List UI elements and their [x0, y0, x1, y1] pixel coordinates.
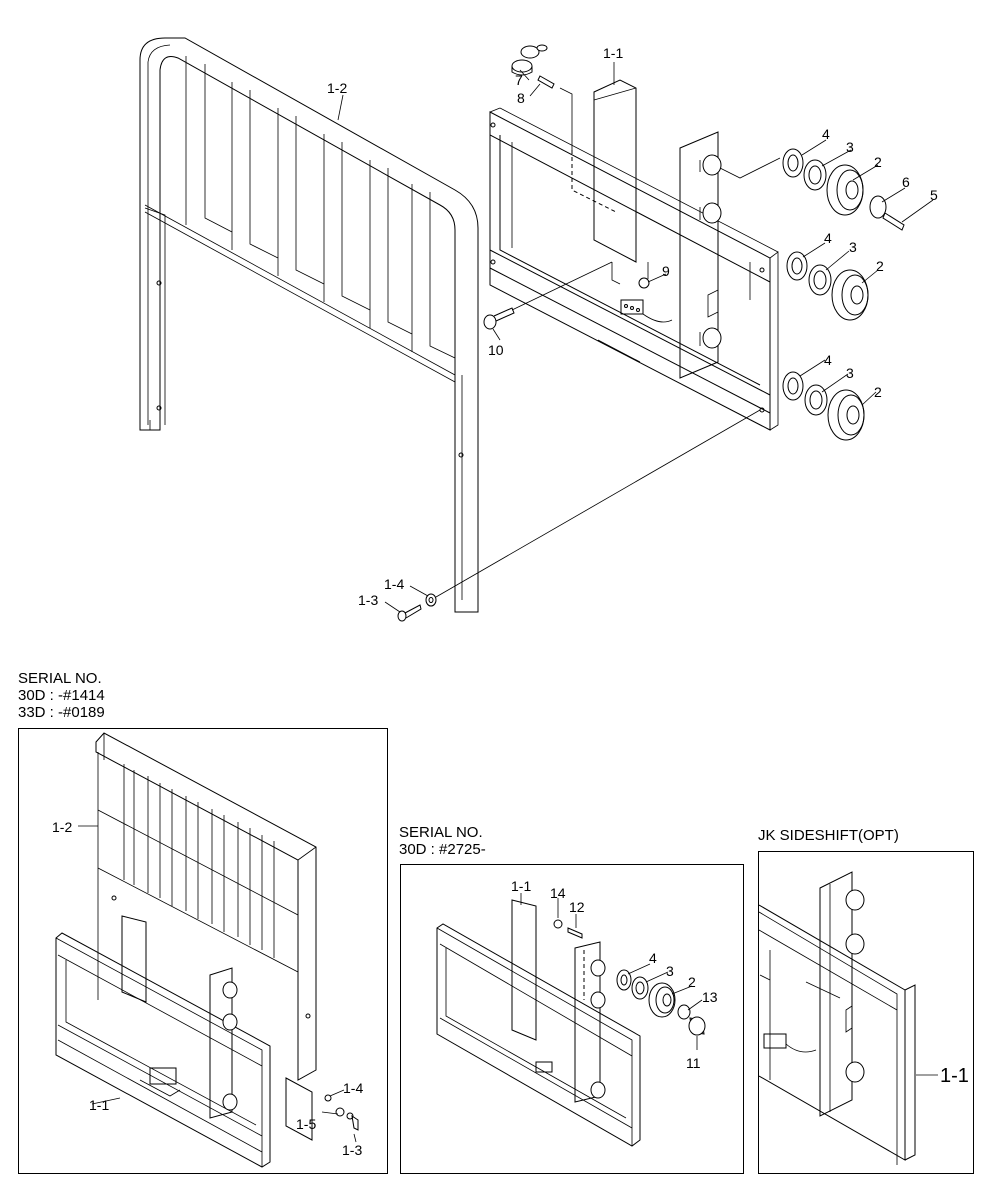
panel-b-label-14: 14: [550, 885, 566, 901]
panel-c-header: JK SIDESHIFT(OPT): [758, 827, 899, 844]
panel-b-serial-30d: 30D : #2725-: [399, 841, 486, 858]
panel-a-label-1-5: 1-5: [296, 1116, 316, 1132]
panel-a-label-1-3: 1-3: [342, 1142, 362, 1158]
label-5: 5: [930, 187, 938, 203]
panel-b-frame: [400, 864, 744, 1174]
lower-bracket: [611, 262, 673, 323]
panel-b-leaders: [520, 893, 703, 1050]
label-3-bottom: 3: [846, 365, 854, 381]
panel-a-label-1-1: 1-1: [89, 1097, 109, 1113]
label-4-top: 4: [822, 126, 830, 142]
label-4-middle: 4: [824, 230, 832, 246]
pin-8: [537, 75, 573, 150]
label-4-bottom: 4: [824, 352, 832, 368]
label-6: 6: [902, 174, 910, 190]
panel-a-serial-33d: 33D : -#0189: [18, 704, 105, 721]
panel-b-serial-title: SERIAL NO.: [399, 824, 483, 841]
bolt-10: [483, 261, 613, 330]
carriage-frame: [489, 107, 779, 431]
panel-c-frame: [758, 851, 974, 1174]
washer-1-4: [425, 593, 437, 607]
label-1-4: 1-4: [384, 576, 404, 592]
panel-c-title: JK SIDESHIFT(OPT): [758, 827, 899, 844]
roller-set-top: [782, 148, 905, 231]
panel-c-carriage: [759, 871, 916, 1165]
label-1-1: 1-1: [603, 45, 623, 61]
panel-b-label-1-1: 1-1: [511, 878, 531, 894]
panel-b-label-12: 12: [569, 899, 585, 915]
panel-a-serial-30d: 30D : -#1414: [18, 687, 105, 704]
roller-set-bottom: [782, 371, 865, 441]
panel-b-label-4: 4: [649, 950, 657, 966]
label-2-bottom: 2: [874, 384, 882, 400]
roller-bracket-plate: [679, 131, 722, 379]
label-1-3: 1-3: [358, 592, 378, 608]
panel-b-label-2: 2: [688, 974, 696, 990]
panel-b-label-3: 3: [666, 963, 674, 979]
panel-a-carriage: [55, 915, 271, 1168]
panel-a-label-1-4: 1-4: [343, 1080, 363, 1096]
hidden-edge: [571, 150, 617, 213]
panel-a-fasteners: [78, 825, 359, 1143]
panel-b-label-13: 13: [702, 989, 718, 1005]
panel-c-label-1-1: 1-1: [940, 1065, 969, 1087]
load-backrest-1-2: [139, 37, 479, 613]
leader-bolt-line: [435, 409, 761, 598]
side-plate-1-1: [593, 79, 637, 263]
panel-b-carriage: [436, 899, 641, 1147]
bolt-1-3: [397, 604, 422, 622]
label-3-middle: 3: [849, 239, 857, 255]
label-1-2: 1-2: [327, 80, 347, 96]
label-3-top: 3: [846, 139, 854, 155]
panel-b-label-11: 11: [686, 1055, 701, 1071]
panel-a-serial-title: SERIAL NO.: [18, 670, 102, 687]
panel-a-label-1-2: 1-2: [52, 819, 72, 835]
panel-a-backrest: [95, 732, 317, 1081]
panel-b-header: SERIAL NO.30D : #2725-: [399, 824, 486, 858]
label-2-top: 2: [874, 154, 882, 170]
roller-set-middle: [786, 251, 869, 321]
label-leaders: [337, 62, 934, 613]
label-10: 10: [488, 342, 504, 358]
label-2-middle: 2: [876, 258, 884, 274]
stopper-7: [511, 44, 548, 76]
label-8: 8: [517, 90, 525, 106]
panel-b-roller-set: [553, 919, 706, 1036]
label-9: 9: [662, 263, 670, 279]
panel-a-frame: [18, 728, 388, 1174]
label-7: 7: [515, 72, 523, 88]
nut-9: [638, 262, 650, 289]
